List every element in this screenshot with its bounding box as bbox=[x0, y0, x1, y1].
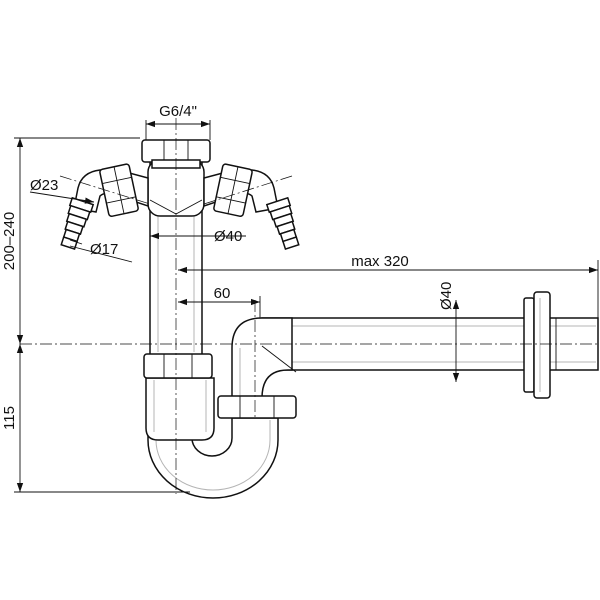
max-length-label: max 320 bbox=[351, 253, 409, 270]
dimension-lines bbox=[14, 120, 599, 493]
bottom-height-label: 115 bbox=[1, 406, 18, 430]
trap-cup bbox=[145, 377, 215, 441]
horizontal-pipe-diameter-label: Ø40 bbox=[438, 282, 455, 310]
center-lines bbox=[20, 118, 598, 494]
thread-size-label: G6/4" bbox=[159, 103, 197, 120]
trap-nut-left bbox=[143, 353, 213, 379]
offset-label: 60 bbox=[214, 285, 231, 302]
wall-rosette bbox=[523, 291, 551, 399]
hose-inner-diameter-label: Ø17 bbox=[90, 241, 118, 258]
trap-nut-right bbox=[217, 395, 297, 419]
left-hose-nozzle bbox=[60, 163, 149, 250]
outlet-elbow bbox=[231, 317, 297, 399]
right-hose-nozzle bbox=[203, 163, 300, 250]
top-height-label: 200–240 bbox=[1, 212, 18, 270]
hose-outer-diameter-label: Ø23 bbox=[30, 177, 58, 194]
vertical-pipe-diameter-label: Ø40 bbox=[214, 228, 242, 245]
